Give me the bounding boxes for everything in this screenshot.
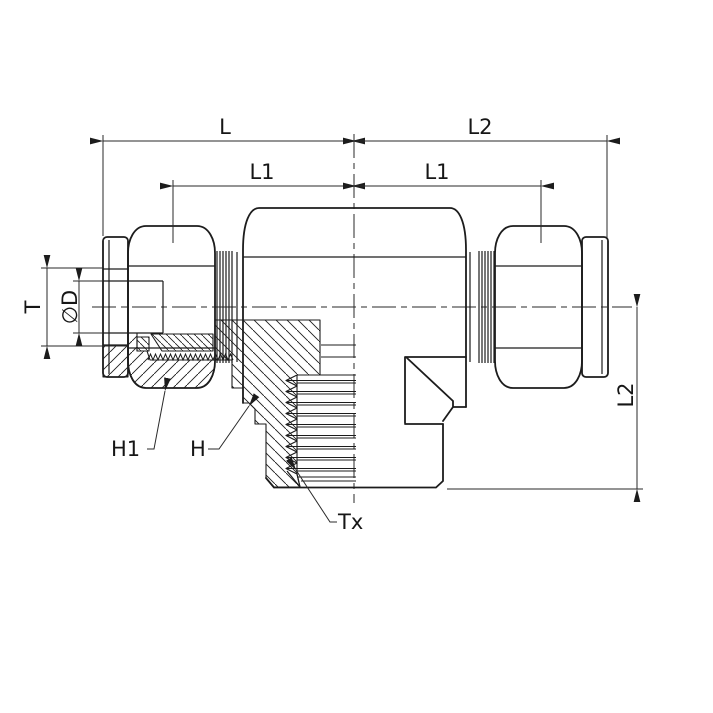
thread-engagement-serration	[147, 352, 234, 362]
branch-thread-crest-lines	[287, 380, 356, 469]
dim-label-L: L	[219, 115, 231, 139]
body-branch-junction-right	[404, 356, 467, 425]
dim-label-L2-top: L2	[467, 115, 492, 139]
dimension-labels: L L2 L1 L1 T ∅D L2 H1 H Tx	[21, 115, 638, 534]
leader-line-H	[208, 393, 260, 450]
centerlines	[92, 134, 632, 503]
dim-label-L2-right: L2	[614, 382, 638, 407]
dim-label-L1-left: L1	[249, 160, 274, 184]
leader-label-H: H	[190, 437, 206, 461]
dim-label-T: T	[21, 300, 45, 314]
right-nut-thread-lines	[478, 251, 495, 363]
left-nut-thread-lines	[216, 251, 233, 363]
dim-label-L1-right: L1	[424, 160, 449, 184]
dim-label-D: ∅D	[58, 290, 82, 324]
back-ferrule-section	[136, 336, 150, 352]
leader-label-Tx: Tx	[337, 510, 363, 534]
top-extension-lines	[102, 135, 608, 243]
endcap-section-hatch	[102, 344, 129, 378]
branch-outline	[265, 423, 444, 489]
tube-bore-lines	[103, 268, 164, 346]
left-nut-hex-lines	[128, 265, 215, 349]
leader-line-Tx	[285, 457, 337, 523]
dimensions	[41, 135, 643, 523]
left-nut	[127, 225, 216, 389]
branch-thread-root-lines	[297, 374, 356, 482]
leader-label-H1: H1	[111, 437, 140, 461]
right-end-cap	[581, 236, 609, 378]
fitting-outline	[102, 207, 609, 489]
body-section-hatch	[214, 319, 321, 488]
branch-bore-step-lines	[321, 344, 356, 358]
leader-line-H1	[147, 377, 171, 450]
body-outline	[242, 207, 467, 408]
right-nut-hex-lines	[495, 265, 582, 349]
branch-thread-end-chamfer	[286, 470, 301, 488]
front-ferrule-section	[150, 333, 214, 352]
left-extension-lines	[41, 267, 127, 347]
